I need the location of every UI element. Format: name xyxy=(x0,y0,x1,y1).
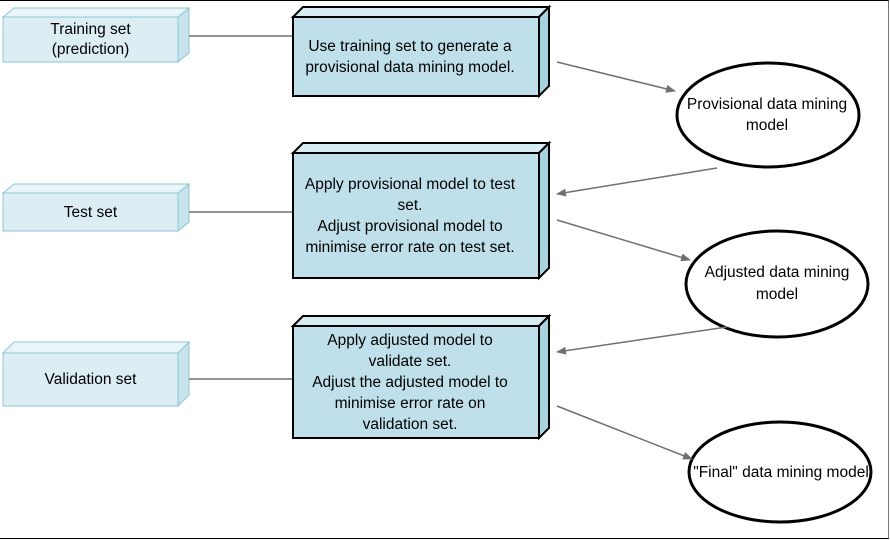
input-box-test xyxy=(1,182,191,233)
process-label-apply-validate: Apply adjusted model to validate set. Ad… xyxy=(312,331,508,433)
process-box-apply-validate xyxy=(290,313,552,441)
process-label-apply-test: Apply provisional model to test set. Adj… xyxy=(304,175,516,256)
model-label-adjusted: Adjusted data mining model xyxy=(704,264,850,303)
process-label-generate: Use training set to generate a provision… xyxy=(305,37,515,76)
arrow-apply-test-to-adjusted xyxy=(556,219,691,262)
model-ellipse-final xyxy=(687,420,873,524)
input-label-validation: Validation set xyxy=(44,371,137,388)
input-label-test: Test set xyxy=(63,203,118,221)
arrow-generate-to-provisional xyxy=(556,61,676,93)
model-label-provisional: Provisional data mining model xyxy=(686,96,848,134)
input-label-training: Training set (prediction) xyxy=(50,20,131,58)
process-box-generate xyxy=(290,4,552,99)
arrow-provisional-to-apply-test xyxy=(556,167,718,197)
arrow-adjusted-to-apply-validate xyxy=(556,326,728,355)
model-ellipse-provisional xyxy=(675,61,861,169)
model-ellipse-adjusted xyxy=(684,229,870,339)
arrow-apply-validate-to-final xyxy=(556,405,693,460)
model-label-final: "Final" data mining model xyxy=(693,463,869,481)
input-box-training xyxy=(1,6,191,64)
input-box-validation xyxy=(1,340,191,408)
process-box-apply-test xyxy=(290,140,552,281)
